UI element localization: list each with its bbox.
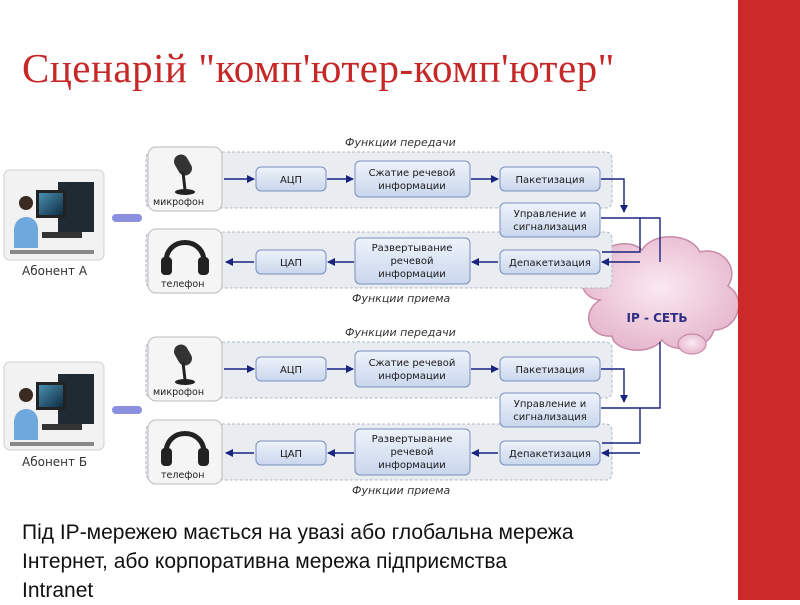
ip-network-cloud: IP - СЕТЬ <box>581 236 738 355</box>
computer-user-icon <box>3 361 105 451</box>
voip-diagram: IP - СЕТЬ Абонент А Функции передачи Фун… <box>3 136 738 497</box>
depacketize-box <box>499 440 601 466</box>
headphones-tile: телефон <box>147 419 223 485</box>
slide-caption: Під IP-мережею мається на увазі або глоб… <box>22 518 737 605</box>
headphones-tile: телефон <box>147 228 223 294</box>
phone-label: телефон <box>161 279 204 290</box>
computer-user-icon <box>3 169 105 261</box>
phone-label: телефон <box>161 470 204 481</box>
tx-header: Функции передачи <box>345 326 456 339</box>
expand-label-1: Развертывание <box>372 243 453 254</box>
packetize-box <box>499 166 601 192</box>
compress-label-2: информации <box>378 371 446 382</box>
compress-label-1: Сжатие речевой <box>369 358 456 369</box>
caption-line: Під IP-мережею мається на увазі або глоб… <box>22 521 574 544</box>
adc-box <box>255 356 327 382</box>
dac-label: ЦАП <box>280 449 302 460</box>
connector-plug <box>112 406 142 414</box>
compress-label-2: информации <box>378 181 446 192</box>
microphone-label: микрофон <box>153 197 204 208</box>
expand-label-3: информации <box>378 269 446 280</box>
microphone-tile: микрофон <box>147 336 223 402</box>
expand-label-3: информации <box>378 460 446 471</box>
compress-label-1: Сжатие речевой <box>369 168 456 179</box>
slide-title: Сценарій "комп'ютер-комп'ютер" <box>22 45 615 91</box>
depacketize-box <box>499 249 601 275</box>
control-label-2: сигнализация <box>513 412 587 423</box>
subscriber-b-name: Абонент Б <box>22 455 87 469</box>
rx-footer: Функции приема <box>352 292 450 305</box>
subscriber-a-name: Абонент А <box>22 264 88 278</box>
caption-line: Intranet <box>22 579 94 602</box>
signal-arrows <box>224 342 661 457</box>
adc-box <box>255 166 327 192</box>
signal-arrows <box>224 175 661 266</box>
packetize-label: Пакетизация <box>516 175 585 186</box>
subscriber-b: Абонент Б Функции передачи Функции прием… <box>3 326 661 497</box>
compress-box <box>354 160 471 198</box>
microphone-tile: микрофон <box>147 146 223 212</box>
expand-label-1: Развертывание <box>372 434 453 445</box>
accent-bar <box>738 0 800 600</box>
adc-label: АЦП <box>280 175 302 186</box>
dac-label: ЦАП <box>280 258 302 269</box>
expand-box <box>354 428 471 476</box>
dac-box <box>255 249 327 275</box>
rx-footer: Функции приема <box>352 484 450 497</box>
compress-box <box>354 350 471 388</box>
ip-network-label: IP - СЕТЬ <box>627 311 688 325</box>
adc-label: АЦП <box>280 365 302 376</box>
subscriber-a: Абонент А Функции передачи Функции прием… <box>3 136 661 305</box>
control-box <box>499 202 601 238</box>
depacketize-label: Депакетизация <box>509 449 591 460</box>
microphone-label: микрофон <box>153 387 204 398</box>
dac-box <box>255 440 327 466</box>
headphones-icon <box>161 240 209 275</box>
tx-header: Функции передачи <box>345 136 456 149</box>
microphone-icon <box>174 154 195 195</box>
control-box <box>499 392 601 428</box>
expand-label-2: речевой <box>390 447 433 458</box>
expand-label-2: речевой <box>390 256 433 267</box>
microphone-icon <box>174 344 195 385</box>
connector-plug <box>112 214 142 222</box>
expand-box <box>354 237 471 285</box>
packetize-box <box>499 356 601 382</box>
control-label-1: Управление и <box>514 399 586 410</box>
depacketize-label: Депакетизация <box>509 258 591 269</box>
headphones-icon <box>161 431 209 466</box>
caption-line: Інтернет, або корпоративна мережа підпри… <box>22 550 508 573</box>
control-label-1: Управление и <box>514 209 586 220</box>
control-label-2: сигнализация <box>513 222 587 233</box>
packetize-label: Пакетизация <box>516 365 585 376</box>
